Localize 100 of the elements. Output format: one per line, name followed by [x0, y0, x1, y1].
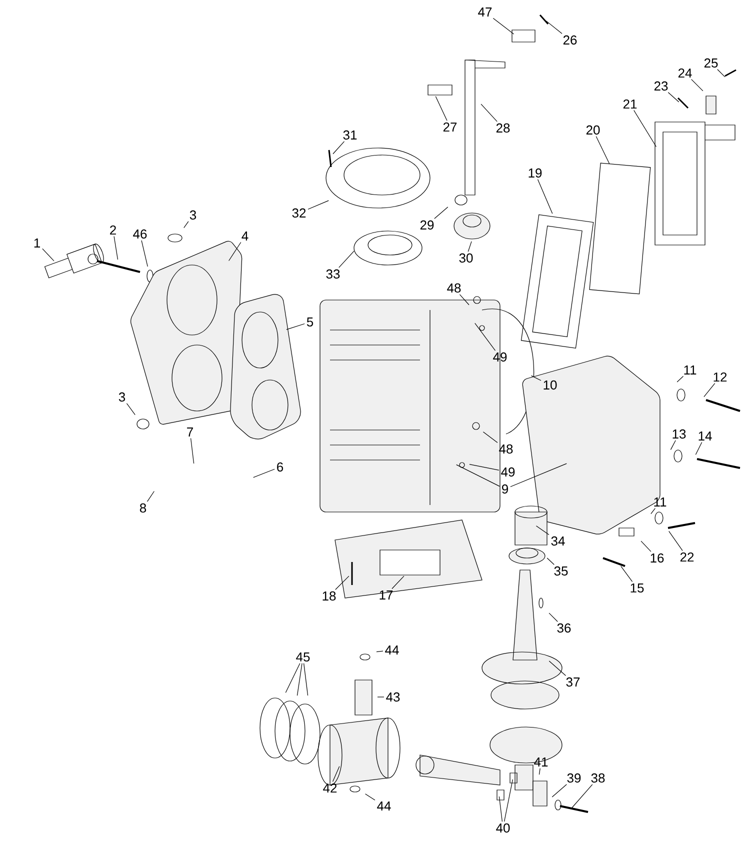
callout-number: 11 [654, 498, 666, 506]
leader-line [492, 18, 514, 34]
leader-line [670, 440, 676, 450]
callout-number: 22 [680, 552, 694, 562]
callout-number: 43 [386, 692, 400, 702]
leader-line [376, 650, 384, 652]
leader-line [377, 696, 384, 698]
callout-number: 15 [630, 583, 644, 593]
leader-line [338, 250, 354, 268]
leader-line [296, 663, 302, 696]
callout-number: 1 [34, 238, 40, 248]
callout-number: 25 [704, 58, 718, 68]
leader-line [480, 104, 498, 122]
leader-line [286, 323, 305, 330]
leader-line [285, 663, 300, 693]
callout-number: 23 [654, 81, 668, 91]
callout-number: 13 [672, 429, 686, 439]
callout-number: 33 [326, 269, 340, 279]
callout-number: 12 [714, 372, 727, 382]
leader-line [126, 403, 136, 416]
callout-number: 2 [110, 225, 116, 235]
leader-line [482, 432, 498, 443]
callout-number: 35 [554, 566, 568, 576]
leader-line [304, 663, 308, 696]
callout-number: 30 [459, 253, 473, 263]
callout-number: 38 [591, 773, 605, 783]
leader-line [546, 20, 562, 34]
leader-line [650, 508, 656, 514]
callout-number: 8 [140, 503, 146, 513]
leader-line [498, 796, 503, 822]
leader-line [620, 566, 633, 582]
leader-line [717, 69, 726, 78]
leader-line [704, 383, 716, 398]
leader-line [434, 206, 448, 219]
leader-line [537, 179, 553, 214]
callout-number: 48 [447, 283, 461, 293]
leader-line [668, 92, 680, 102]
leader-line [435, 96, 448, 121]
callout-number: 44 [385, 646, 399, 654]
leader-line [691, 79, 704, 92]
leader-line [190, 438, 194, 464]
callout-number: 17 [380, 590, 393, 600]
callout-number: 19 [528, 168, 542, 178]
leader-line [676, 376, 684, 382]
callout-number: 29 [420, 220, 434, 230]
leader-line [536, 526, 550, 536]
leader-line [531, 375, 542, 381]
leader-line [634, 110, 657, 148]
leader-line [596, 136, 610, 164]
callout-number: 31 [343, 130, 357, 140]
callout-number: 45 [296, 652, 310, 662]
leader-line [114, 236, 118, 260]
leader-line [552, 784, 567, 798]
callout-number: 40 [496, 823, 510, 833]
callout-number: 37 [566, 677, 580, 687]
callout-number: 3 [190, 210, 196, 220]
callout-number: 44 [377, 802, 391, 810]
callout-number: 18 [322, 591, 336, 601]
leader-line [141, 240, 148, 267]
callout-number: 4 [242, 232, 248, 240]
leader-line [228, 242, 242, 262]
callout-number: 46 [133, 229, 147, 239]
leader-line [308, 200, 329, 210]
leader-line [184, 221, 189, 228]
leader-line [504, 779, 513, 822]
leader-line [546, 558, 554, 565]
callout-number: 6 [277, 462, 284, 472]
callout-number: 26 [563, 35, 577, 45]
leader-line [468, 241, 472, 252]
leader-line [146, 490, 154, 502]
callout-number: 11 [684, 366, 696, 374]
leader-line [548, 612, 558, 622]
leader-line [392, 576, 404, 590]
callout-number: 20 [586, 125, 600, 135]
leader-line [474, 322, 496, 351]
leader-line [668, 530, 683, 551]
leader-line [469, 464, 500, 470]
leader-line [332, 141, 345, 154]
leader-line [42, 248, 54, 262]
leader-line [548, 660, 566, 676]
callout-number: 21 [623, 99, 637, 109]
callout-number: 3 [118, 392, 126, 402]
leader-line [364, 794, 376, 800]
leader-line [459, 294, 470, 306]
leader-line [640, 540, 652, 552]
callout-number: 24 [678, 68, 692, 78]
callout-number: 34 [551, 536, 565, 546]
callout-number: 16 [650, 553, 664, 563]
leader-line [253, 468, 275, 478]
callout-number: 36 [557, 623, 571, 633]
callout-number: 7 [187, 428, 193, 436]
callout-number: 5 [306, 317, 314, 327]
callout-number: 14 [698, 432, 712, 440]
leader-line [570, 784, 593, 810]
leader-line [695, 442, 702, 455]
callout-number: 28 [496, 123, 510, 133]
leader-line [332, 766, 340, 782]
leader-line [510, 463, 567, 488]
callout-number: 10 [544, 380, 557, 390]
callout-number: 42 [323, 783, 337, 793]
